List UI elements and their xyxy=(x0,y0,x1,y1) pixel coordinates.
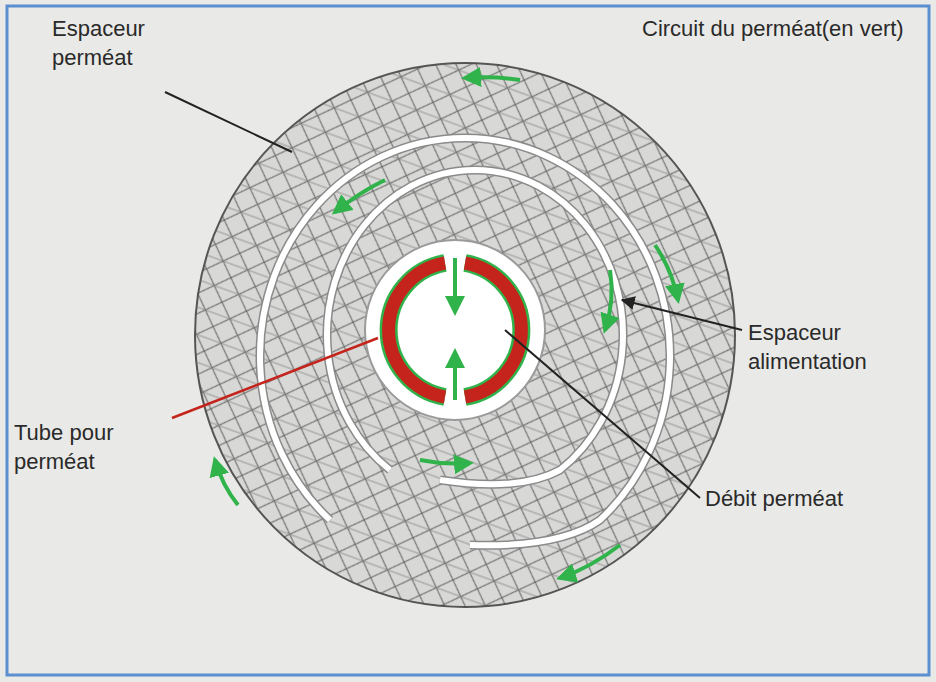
permeate-flow-center xyxy=(453,258,457,400)
part-label: Espaceur alimentation xyxy=(748,318,926,376)
permeate-spacer-spiral xyxy=(260,138,670,545)
tube-bore xyxy=(365,240,545,420)
part-label: Espaceur perméat xyxy=(52,14,202,72)
part-label: Débit perméat xyxy=(705,484,843,513)
frame xyxy=(7,6,929,675)
part-label: Tube pour perméat xyxy=(14,418,172,476)
leader-line xyxy=(505,330,700,498)
leader-line xyxy=(172,338,378,418)
leader-line xyxy=(165,92,292,152)
permeate-flow-arrows xyxy=(215,77,678,578)
part-label: Circuit du perméat(en vert) xyxy=(642,14,904,43)
leader-line xyxy=(622,300,742,330)
